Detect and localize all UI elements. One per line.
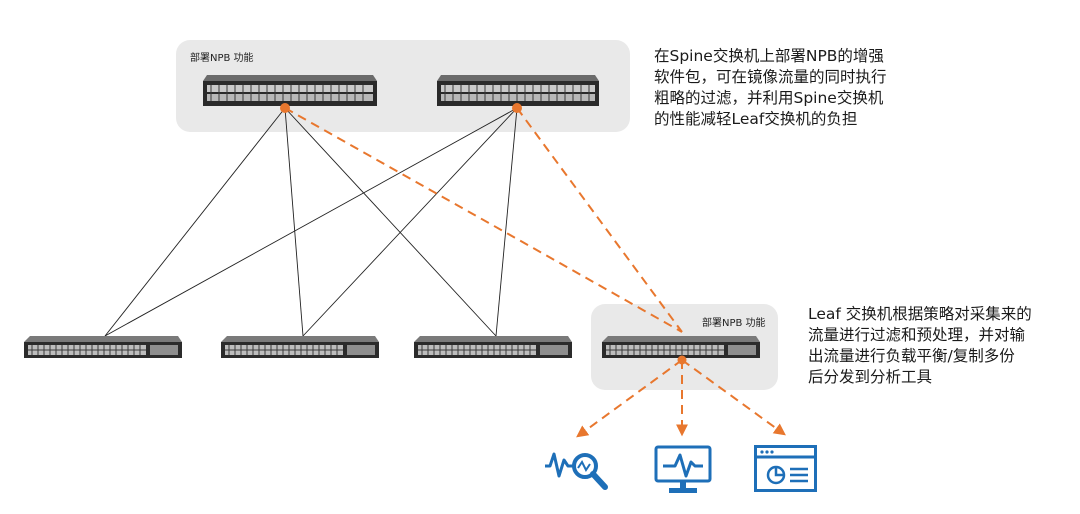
leaf-description-line: 后分发到分析工具 <box>808 368 933 386</box>
leaf-switch-4 <box>602 336 760 358</box>
leaf-switch-3 <box>414 336 572 358</box>
leaf-description-line: Leaf 交换机根据策略对采集来的 <box>808 305 1032 323</box>
leaf-switch-1 <box>24 336 182 358</box>
spine-description-line: 粗略的过滤，并利用Spine交换机 <box>654 89 884 107</box>
spine-group-label: 部署NPB 功能 <box>190 53 254 64</box>
spine1-npb-dot <box>280 103 290 113</box>
spine-description-line: 软件包，可在镜像流量的同时执行 <box>654 68 887 86</box>
link-spine2-leaf1 <box>104 107 518 337</box>
link-spine2-leaf3 <box>495 107 518 337</box>
spine-switch-1 <box>203 75 377 106</box>
leaf4-npb-dot <box>677 355 687 365</box>
dashboard-window-icon <box>754 445 817 492</box>
spine-description-line: 的性能减轻Leaf交换机的负担 <box>654 110 858 128</box>
leaf-description-line: 出流量进行负载平衡/复制多份 <box>808 347 1015 365</box>
spine-switch-2 <box>437 75 599 106</box>
leaf-description: Leaf 交换机根据策略对采集来的 流量进行过滤和预处理，并对输 出流量进行负载… <box>808 304 1032 388</box>
spine-description: 在Spine交换机上部署NPB的增强 软件包，可在镜像流量的同时执行 粗略的过滤… <box>654 46 887 130</box>
signal-search-icon <box>545 452 608 490</box>
output-arrow-tool1 <box>576 359 683 438</box>
link-spine2-leaf2 <box>302 107 518 337</box>
mirror-spine2-leaf4 <box>516 107 683 333</box>
spine-description-line: 在Spine交换机上部署NPB的增强 <box>654 47 884 65</box>
link-spine1-leaf2 <box>284 107 304 337</box>
leaf-switch-2 <box>221 336 379 358</box>
leaf-description-line: 流量进行过滤和预处理，并对输 <box>808 326 1026 344</box>
link-spine1-leaf1 <box>104 107 286 337</box>
leaf-group-label: 部署NPB 功能 <box>702 318 766 329</box>
output-arrow-tool3 <box>681 359 786 436</box>
monitor-waveform-icon <box>654 445 712 493</box>
link-spine1-leaf3 <box>284 107 497 337</box>
mirror-spine1-leaf4 <box>284 107 683 333</box>
spine2-npb-dot <box>512 103 522 113</box>
